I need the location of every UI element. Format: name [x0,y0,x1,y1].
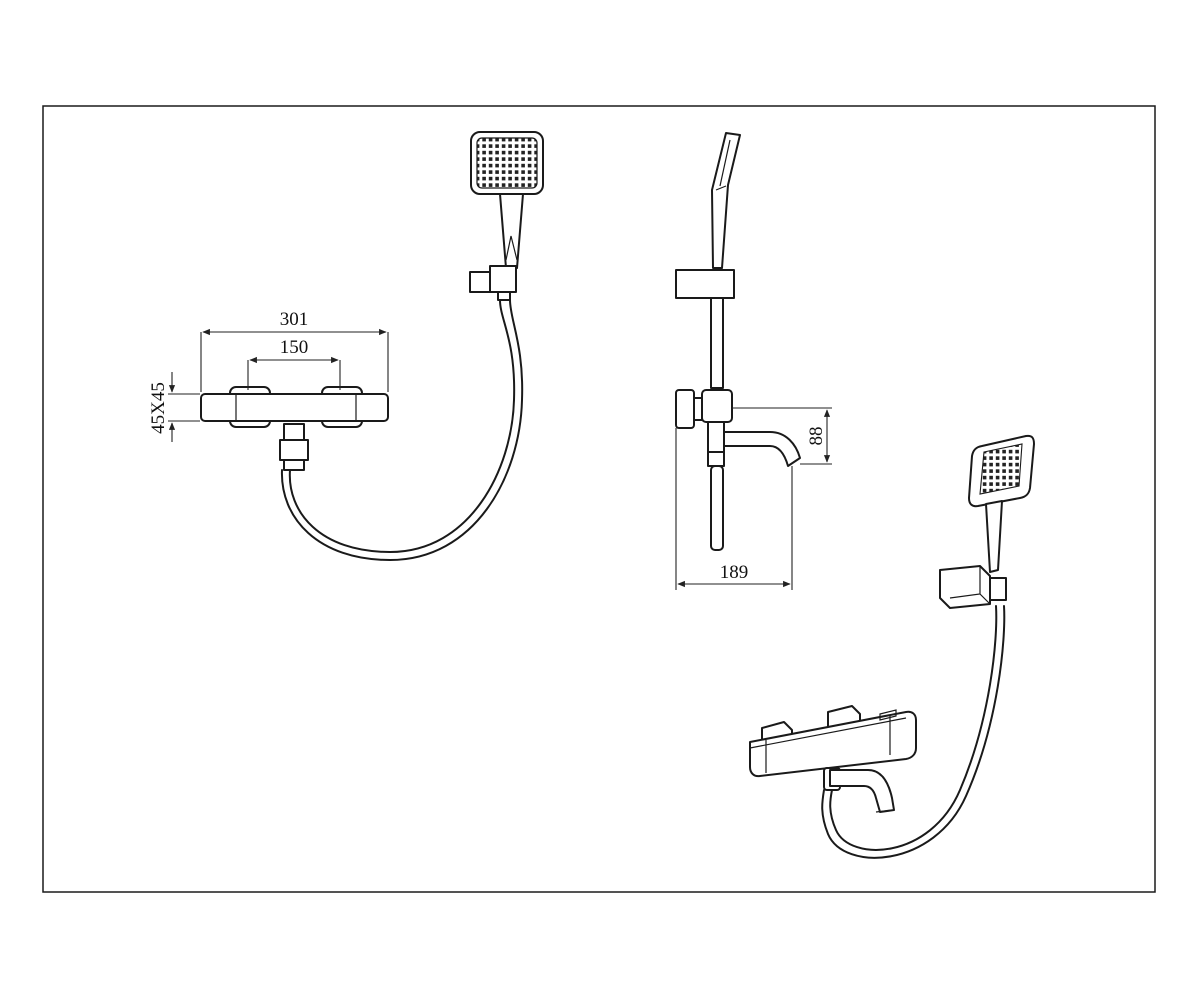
hose-connector-front [279,423,309,471]
dimension-label-301: 301 [280,309,309,330]
shower-hose-front [288,299,516,553]
mixer-body-iso [749,705,917,778]
shower-holder-front [469,265,517,301]
front-view: 301 150 45X45 [148,131,544,561]
bath-spout-side [707,421,801,467]
dimension-spout-height: 88 [732,407,832,465]
dimension-label-189: 189 [720,562,749,583]
hand-shower-front [470,131,544,269]
side-view: 88 189 [675,132,832,590]
dimension-label-150: 150 [280,337,309,358]
shower-holder-iso [939,565,1007,609]
hand-shower-side [711,132,741,269]
hand-shower-iso [968,434,1035,573]
wall-rail-side [710,297,724,551]
isometric-view [749,434,1035,859]
dimension-handle-spacing: 150 [247,337,341,390]
dimension-label-45x45: 45X45 [148,382,169,434]
bath-spout-iso [823,767,895,813]
dimension-overall-width: 301 [200,309,389,392]
control-knob-side [675,389,733,429]
dimension-body-section: 45X45 [148,372,200,442]
dimension-projection: 189 [675,428,793,590]
shower-holder-side [675,269,735,299]
drawing-frame [42,105,1156,893]
dimension-label-88: 88 [806,427,827,446]
shower-hose-iso [829,605,998,851]
mixer-body-front [200,386,389,428]
